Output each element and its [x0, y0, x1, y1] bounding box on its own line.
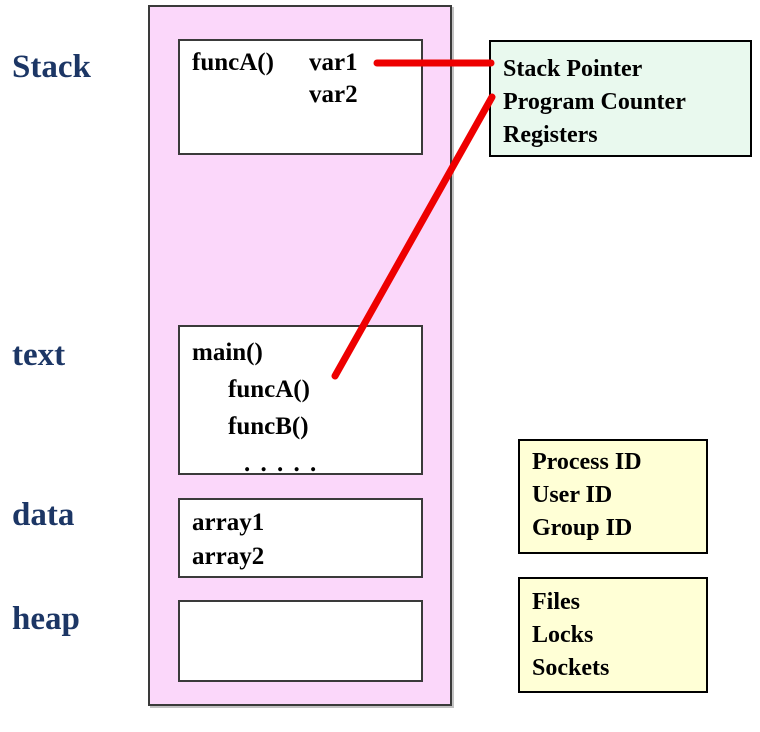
id-line-process-id: Process ID: [532, 449, 642, 475]
resources-line-locks: Locks: [532, 622, 594, 648]
text-segment-box: main() funcA() funcB() . . . . .: [178, 325, 423, 477]
resources-line-files: Files: [532, 589, 580, 615]
stack-segment-box: funcA() var1 var2: [178, 39, 423, 155]
data-line-array1: array1: [192, 509, 265, 536]
cpu-line-registers: Registers: [503, 122, 598, 148]
heap-segment-box: [178, 600, 423, 682]
cpu-state-box: Stack Pointer Program Counter Registers: [489, 40, 752, 157]
data-segment-box: array1 array2: [178, 498, 423, 578]
text-line-funcA: funcA(): [228, 376, 310, 403]
data-line-array2: array2: [192, 543, 265, 570]
cpu-line-stack-pointer: Stack Pointer: [503, 56, 643, 82]
segment-label-stack: Stack: [12, 49, 91, 85]
id-line-group-id: Group ID: [532, 515, 633, 541]
stack-frame-function: funcA(): [192, 49, 274, 76]
id-line-user-id: User ID: [532, 482, 613, 508]
process-identity-box: Process ID User ID Group ID: [518, 439, 708, 554]
cpu-line-program-counter: Program Counter: [503, 89, 686, 115]
segment-label-data: data: [12, 497, 75, 533]
stack-frame-row: funcA() var1 var2: [192, 47, 421, 111]
segment-label-text: text: [12, 337, 66, 373]
stack-variable-var2: var2: [309, 81, 358, 108]
stack-frame-variables: var1 var2: [309, 47, 358, 111]
segment-label-heap: heap: [12, 601, 80, 637]
resources-line-sockets: Sockets: [532, 655, 610, 681]
text-line-funcB: funcB(): [228, 413, 309, 440]
text-line-main: main(): [192, 339, 263, 366]
text-line-ellipsis: . . . . .: [244, 450, 319, 477]
process-resources-box: Files Locks Sockets: [518, 577, 708, 693]
stack-variable-var1: var1: [309, 49, 358, 76]
